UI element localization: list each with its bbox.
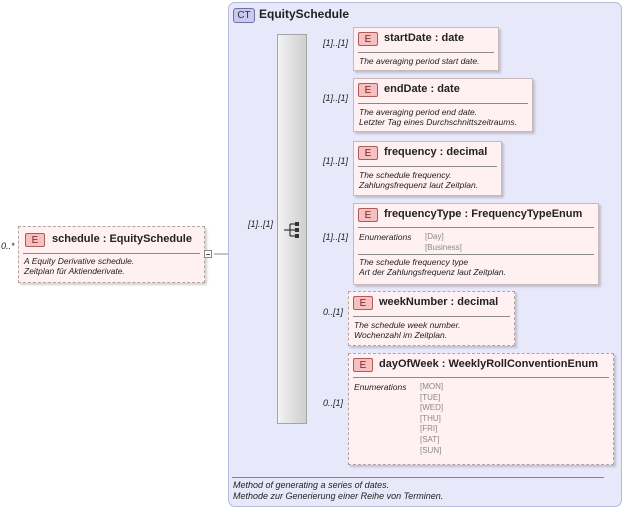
element-badge: E [353, 358, 373, 372]
element-badge: E [358, 83, 378, 97]
element-doc: A Equity Derivative schedule.Zeitplan fü… [24, 256, 135, 276]
element-name: frequency : decimal [384, 146, 488, 158]
element-name: weekNumber : decimal [379, 296, 499, 308]
element-frequencyType[interactable]: E frequencyType : FrequencyTypeEnum Enum… [353, 203, 599, 285]
element-doc: The averaging period end date.Letzter Ta… [359, 107, 517, 127]
separator [232, 477, 604, 478]
element-doc: The schedule frequency.Zahlungsfrequenz … [359, 170, 479, 190]
element-dayOfWeek[interactable]: E dayOfWeek : WeeklyRollConventionEnum E… [348, 353, 614, 465]
element-cardinality: 0..[1] [323, 307, 344, 317]
element-name: frequencyType : FrequencyTypeEnum [384, 208, 583, 220]
enumeration-values: [MON] [TUE] [WED] [THU] [FRI] [SAT] [SUN… [420, 382, 444, 455]
complex-type-badge: CT [233, 8, 255, 23]
element-cardinality: [1]..[1] [323, 156, 349, 166]
element-cardinality: [1]..[1] [323, 232, 349, 242]
root-element-schedule[interactable]: E schedule : EquitySchedule A Equity Der… [18, 226, 205, 283]
separator [23, 253, 200, 254]
complex-type-title: EquitySchedule [259, 7, 350, 21]
element-endDate[interactable]: E endDate : date The averaging period en… [353, 78, 533, 132]
element-startDate[interactable]: E startDate : date The averaging period … [353, 27, 499, 71]
separator [358, 227, 594, 228]
element-name: startDate : date [384, 32, 465, 44]
enumerations-label: Enumerations [359, 232, 412, 242]
element-cardinality: [1]..[1] [323, 38, 349, 48]
element-cardinality: 0..[1] [323, 398, 344, 408]
sequence-icon [284, 222, 299, 238]
element-doc: The averaging period start date. [359, 56, 480, 66]
complex-type-doc: Method of generating a series of dates.M… [233, 480, 444, 501]
separator [358, 166, 497, 167]
sequence-bar [277, 34, 307, 424]
element-badge: E [353, 296, 373, 310]
separator [358, 103, 528, 104]
element-name: endDate : date [384, 83, 460, 95]
element-name: schedule : EquitySchedule [52, 233, 192, 245]
separator [358, 52, 494, 53]
root-cardinality: 0..* [1, 241, 15, 251]
separator [358, 254, 594, 255]
enumeration-values: [Day][Business] [425, 232, 462, 252]
element-name: dayOfWeek : WeeklyRollConventionEnum [379, 358, 599, 370]
sequence-cardinality: [1]..[1] [248, 219, 274, 229]
element-badge: E [358, 32, 378, 46]
element-frequency[interactable]: E frequency : decimal The schedule frequ… [353, 141, 502, 196]
separator [353, 316, 510, 317]
element-weekNumber[interactable]: E weekNumber : decimal The schedule week… [348, 291, 515, 346]
element-doc: The schedule week number.Wochenzahl im Z… [354, 320, 461, 340]
enumerations-label: Enumerations [354, 382, 407, 392]
separator [353, 377, 609, 378]
collapse-toggle[interactable] [204, 250, 212, 258]
element-badge: E [358, 146, 378, 160]
element-badge: E [25, 233, 45, 247]
element-badge: E [358, 208, 378, 222]
element-cardinality: [1]..[1] [323, 93, 349, 103]
